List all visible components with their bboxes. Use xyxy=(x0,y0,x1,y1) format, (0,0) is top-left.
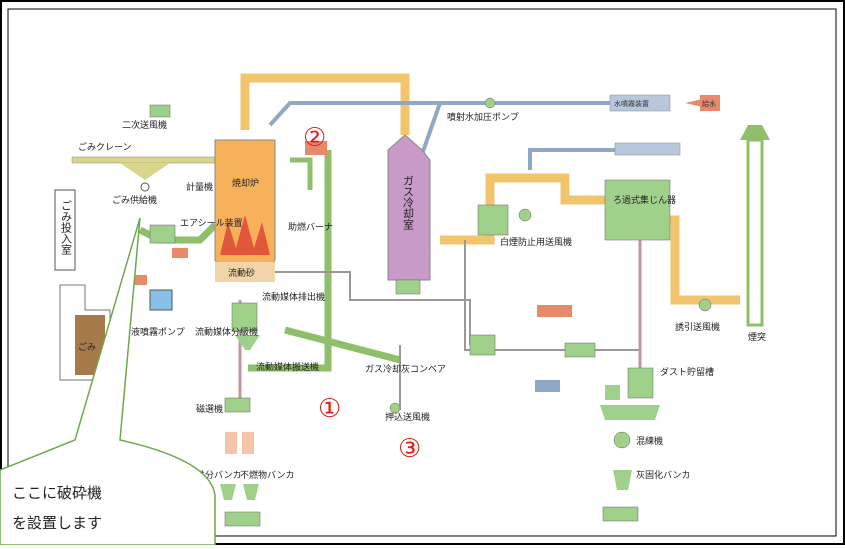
air-seal-box xyxy=(149,224,176,244)
red-box-2 xyxy=(125,275,147,285)
label-water-tank: 水噴霧装置 xyxy=(614,99,649,108)
solidified-bunker xyxy=(613,470,632,490)
media-classifier xyxy=(235,335,260,350)
label-incinerator: 焼却炉 xyxy=(232,177,259,189)
burner-box xyxy=(305,141,327,155)
water-supply-box xyxy=(700,95,720,111)
label-ash-conveyor: ガス冷却灰コンベア xyxy=(365,363,446,375)
truck-2 xyxy=(602,506,639,522)
iron-bunker xyxy=(220,484,236,500)
white-smoke-blower-icon xyxy=(518,208,532,222)
marker-two: ② xyxy=(303,123,326,153)
crane-rail xyxy=(71,156,223,164)
white-smoke-heater xyxy=(477,204,509,236)
label-garbage-feeder: ごみ供給機 xyxy=(112,194,157,206)
red-box-3 xyxy=(537,305,572,317)
water-pump-icon xyxy=(484,97,496,109)
label-media-discharger: 流動媒体排出機 xyxy=(262,291,325,303)
chemical-tank xyxy=(614,142,681,156)
dust-hopper-aux xyxy=(605,385,620,400)
pink-bin-2 xyxy=(242,432,254,454)
label-water-pump: 噴射水加圧ポンプ xyxy=(447,111,519,123)
marker-one: ① xyxy=(318,394,341,424)
blue-box xyxy=(535,380,560,392)
label-air-seal: エアシール装置 xyxy=(180,217,243,229)
crane-hopper xyxy=(120,163,170,180)
marker-three: ③ xyxy=(398,434,421,464)
label-pit-garbage: ごみ xyxy=(78,341,96,353)
label-kneader: 混練機 xyxy=(636,435,663,447)
id-fan-icon xyxy=(698,298,712,312)
label-magnetic-separator: 磁選機 xyxy=(196,403,223,415)
dust-hopper xyxy=(627,367,654,399)
water-line-1 xyxy=(268,101,610,127)
pit-wall xyxy=(54,189,76,271)
pink-bin-1 xyxy=(225,432,237,454)
label-fluidized-bed: 流動砂 xyxy=(228,267,255,279)
label-garbage-pit: ごみ投入室 xyxy=(60,200,73,255)
bag-filter xyxy=(604,179,671,241)
callout-bubble xyxy=(0,217,216,546)
red-box-1 xyxy=(172,248,188,258)
secondary-blower xyxy=(149,104,171,118)
leachate-tank xyxy=(149,289,173,311)
label-quantity-valve: 計量機 xyxy=(186,181,213,193)
water-tank xyxy=(609,94,671,112)
chimney xyxy=(746,138,764,327)
label-white-smoke-blower: 白煙防止用送風機 xyxy=(500,236,572,248)
label-push-conveyor: 押込送風機 xyxy=(385,411,430,423)
ash-conveyor-line xyxy=(284,326,401,364)
label-media-classifier: 流動媒体分級機 xyxy=(195,326,258,338)
gas-cooling-tower xyxy=(387,134,431,281)
kneader-icon xyxy=(613,431,631,449)
label-leachate-pump: ろ液噴霧ポンプ xyxy=(122,326,185,338)
label-solidified-bunker: 灰固化バンカ xyxy=(636,469,690,481)
callout-line-2: を設置します xyxy=(12,514,102,532)
crane-hook xyxy=(140,182,150,192)
callout-line-1: ここに破砕機 xyxy=(12,484,102,502)
chimney-top xyxy=(740,125,770,140)
media-discharger xyxy=(231,302,258,332)
media-return-line xyxy=(290,157,313,190)
flue-gas-duct-1 xyxy=(240,73,410,135)
truck-1 xyxy=(224,511,261,527)
push-blower-icon xyxy=(389,402,401,414)
label-chimney: 煙突 xyxy=(748,331,766,343)
label-media-conveyor: 流動媒体搬送機 xyxy=(256,361,319,373)
grey-line-1 xyxy=(255,271,471,345)
ash-box-2 xyxy=(564,342,596,358)
flue-gas-duct-2 xyxy=(440,173,605,245)
label-id-fan: 誘引送風機 xyxy=(675,321,720,333)
incinerator xyxy=(214,139,276,281)
media-conveyor-line xyxy=(248,150,332,372)
cooler-discharge xyxy=(395,279,421,295)
water-line-2 xyxy=(418,102,442,161)
label-garbage-crane: ごみクレーン xyxy=(78,141,132,153)
furnace-flame xyxy=(220,215,270,255)
label-dust-hopper: ダスト貯留槽 xyxy=(660,366,714,378)
label-water-supply: 給水 xyxy=(702,99,716,108)
label-bag-filter: ろ過式集じん器 xyxy=(613,194,676,206)
label-nonburnable-bunker: 不燃物バンカ xyxy=(240,469,294,481)
label-secondary-blower: 二次送風機 xyxy=(122,119,167,131)
ash-box-1 xyxy=(469,334,496,356)
inner-frame xyxy=(7,8,837,537)
fluidized-bed xyxy=(215,262,275,282)
label-gas-cooling-tower: ガス冷却室 xyxy=(402,175,415,230)
label-aux-burner: 助燃バーナ xyxy=(288,221,333,233)
dust-hopper-base xyxy=(600,405,660,420)
magnetic-separator xyxy=(224,397,251,413)
water-line-3 xyxy=(528,148,615,170)
nonburnable-bunker xyxy=(243,484,259,500)
